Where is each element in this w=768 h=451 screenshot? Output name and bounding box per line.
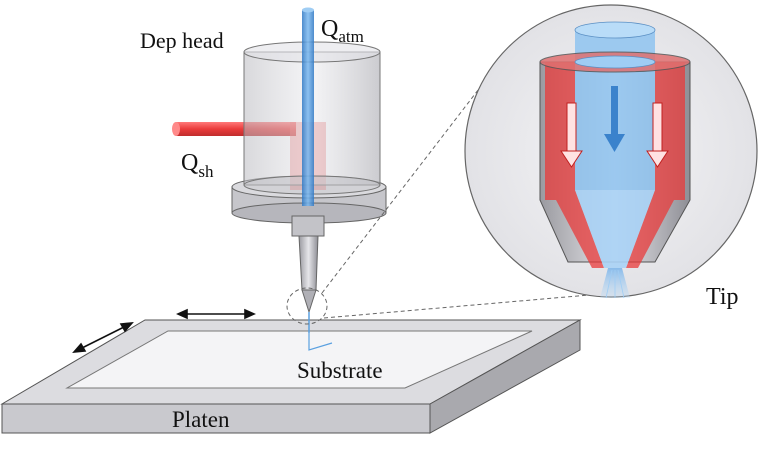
- q-atm-symbol: Q: [321, 16, 338, 42]
- substrate-label: Substrate: [297, 358, 383, 383]
- q-sh-subscript: sh: [198, 162, 214, 181]
- platen-side: [429, 319, 581, 434]
- zoom-leader-lines: [286, 54, 613, 325]
- sheath-flow-arrow-left-icon: [560, 102, 583, 168]
- tip-label: Tip: [706, 284, 738, 310]
- dep-head-label: Dep head: [140, 28, 224, 53]
- motion-x-arrow-icon: [176, 308, 256, 320]
- aerosol-flow-arrow-icon: [604, 86, 625, 152]
- nozzle: [291, 215, 333, 351]
- aerosol-tube: [302, 7, 314, 206]
- platen-label: Platen: [172, 407, 230, 432]
- tip-cross-section: [539, 21, 691, 299]
- motion-y-arrow-icon: [72, 322, 134, 353]
- q-sh-symbol: Q: [181, 150, 198, 176]
- substrate: [65, 330, 533, 389]
- sheath-flow-arrow-right-icon: [646, 102, 669, 168]
- q-sh-label: Qsh: [181, 150, 214, 181]
- q-atm-label: Qatm: [321, 16, 364, 46]
- q-atm-subscript: atm: [338, 27, 364, 46]
